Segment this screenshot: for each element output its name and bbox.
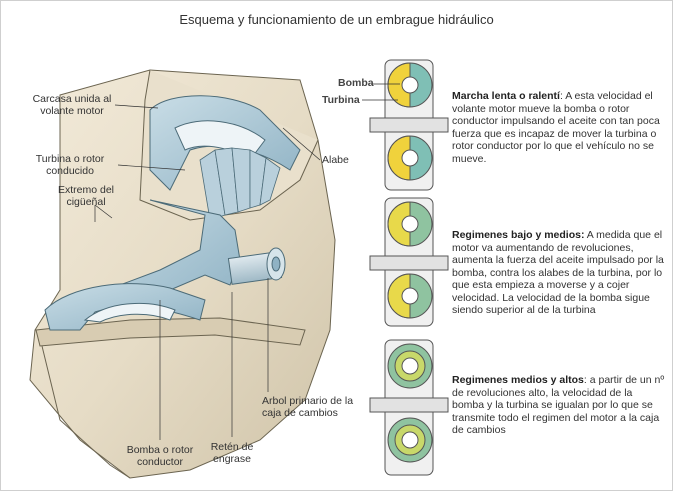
turbine-blades bbox=[199, 147, 281, 221]
stage-heading: Regimenes bajo y medios: bbox=[452, 229, 585, 241]
tag-turbina: Turbina bbox=[322, 94, 360, 106]
central-hub bbox=[99, 199, 286, 311]
stage-text: : A esta velocidad el volante motor muev… bbox=[452, 90, 660, 165]
label-bomba-rotor: Bomba o rotor conductor bbox=[126, 444, 194, 468]
schematic-high bbox=[369, 339, 449, 476]
bottom-rotor-section bbox=[44, 283, 206, 331]
stage-desc-low-medium: Regimenes bajo y medios: A medida que el… bbox=[452, 229, 666, 317]
label-turbina: Turbina o rotor conducido bbox=[35, 153, 105, 177]
schematic-low-medium bbox=[369, 197, 449, 327]
stage-heading: Marcha lenta o ralentí bbox=[452, 90, 560, 102]
stage-schematics bbox=[362, 59, 449, 476]
stage-desc-high: Regimenes medios y altos: a partir de un… bbox=[452, 374, 666, 437]
leader-lines bbox=[94, 104, 321, 440]
label-extremo: Extremo del cigüeñal bbox=[57, 184, 115, 208]
label-reten: Retén de engrase bbox=[210, 441, 254, 465]
stage-text: A medida que el motor va aumentando de r… bbox=[452, 229, 664, 316]
stage-desc-idle: Marcha lenta o ralentí: A esta velocidad… bbox=[452, 90, 666, 165]
stage-text: : a partir de un nº de revoluciones alto… bbox=[452, 374, 665, 436]
tag-bomba: Bomba bbox=[338, 77, 374, 89]
label-alabe: Alabe bbox=[322, 154, 349, 166]
label-arbol: Arbol primario de la caja de cambios bbox=[262, 395, 354, 419]
label-carcasa: Carcasa unida al volante motor bbox=[32, 93, 112, 117]
schematic-idle bbox=[369, 59, 449, 191]
diagram-title: Esquema y funcionamiento de un embrague … bbox=[179, 12, 494, 27]
stage-heading: Regimenes medios y altos bbox=[452, 374, 584, 386]
